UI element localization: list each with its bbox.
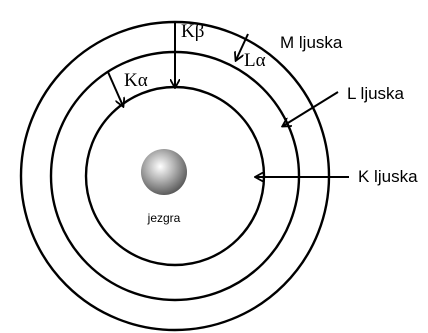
k-alpha-label: Kα xyxy=(124,70,148,91)
l-shell-label: L ljuska xyxy=(347,84,405,103)
l-alpha-arrow xyxy=(236,33,249,60)
k-shell-label: K ljuska xyxy=(358,167,418,186)
nucleus xyxy=(141,149,187,195)
k-beta-label: Kβ xyxy=(181,21,204,42)
l-alpha-label: Lα xyxy=(244,50,266,71)
m-shell-label: M ljuska xyxy=(280,33,343,52)
nucleus-label: jezgra xyxy=(147,211,181,225)
k-alpha-arrow xyxy=(107,71,123,106)
l-shell-pointer xyxy=(283,91,339,126)
